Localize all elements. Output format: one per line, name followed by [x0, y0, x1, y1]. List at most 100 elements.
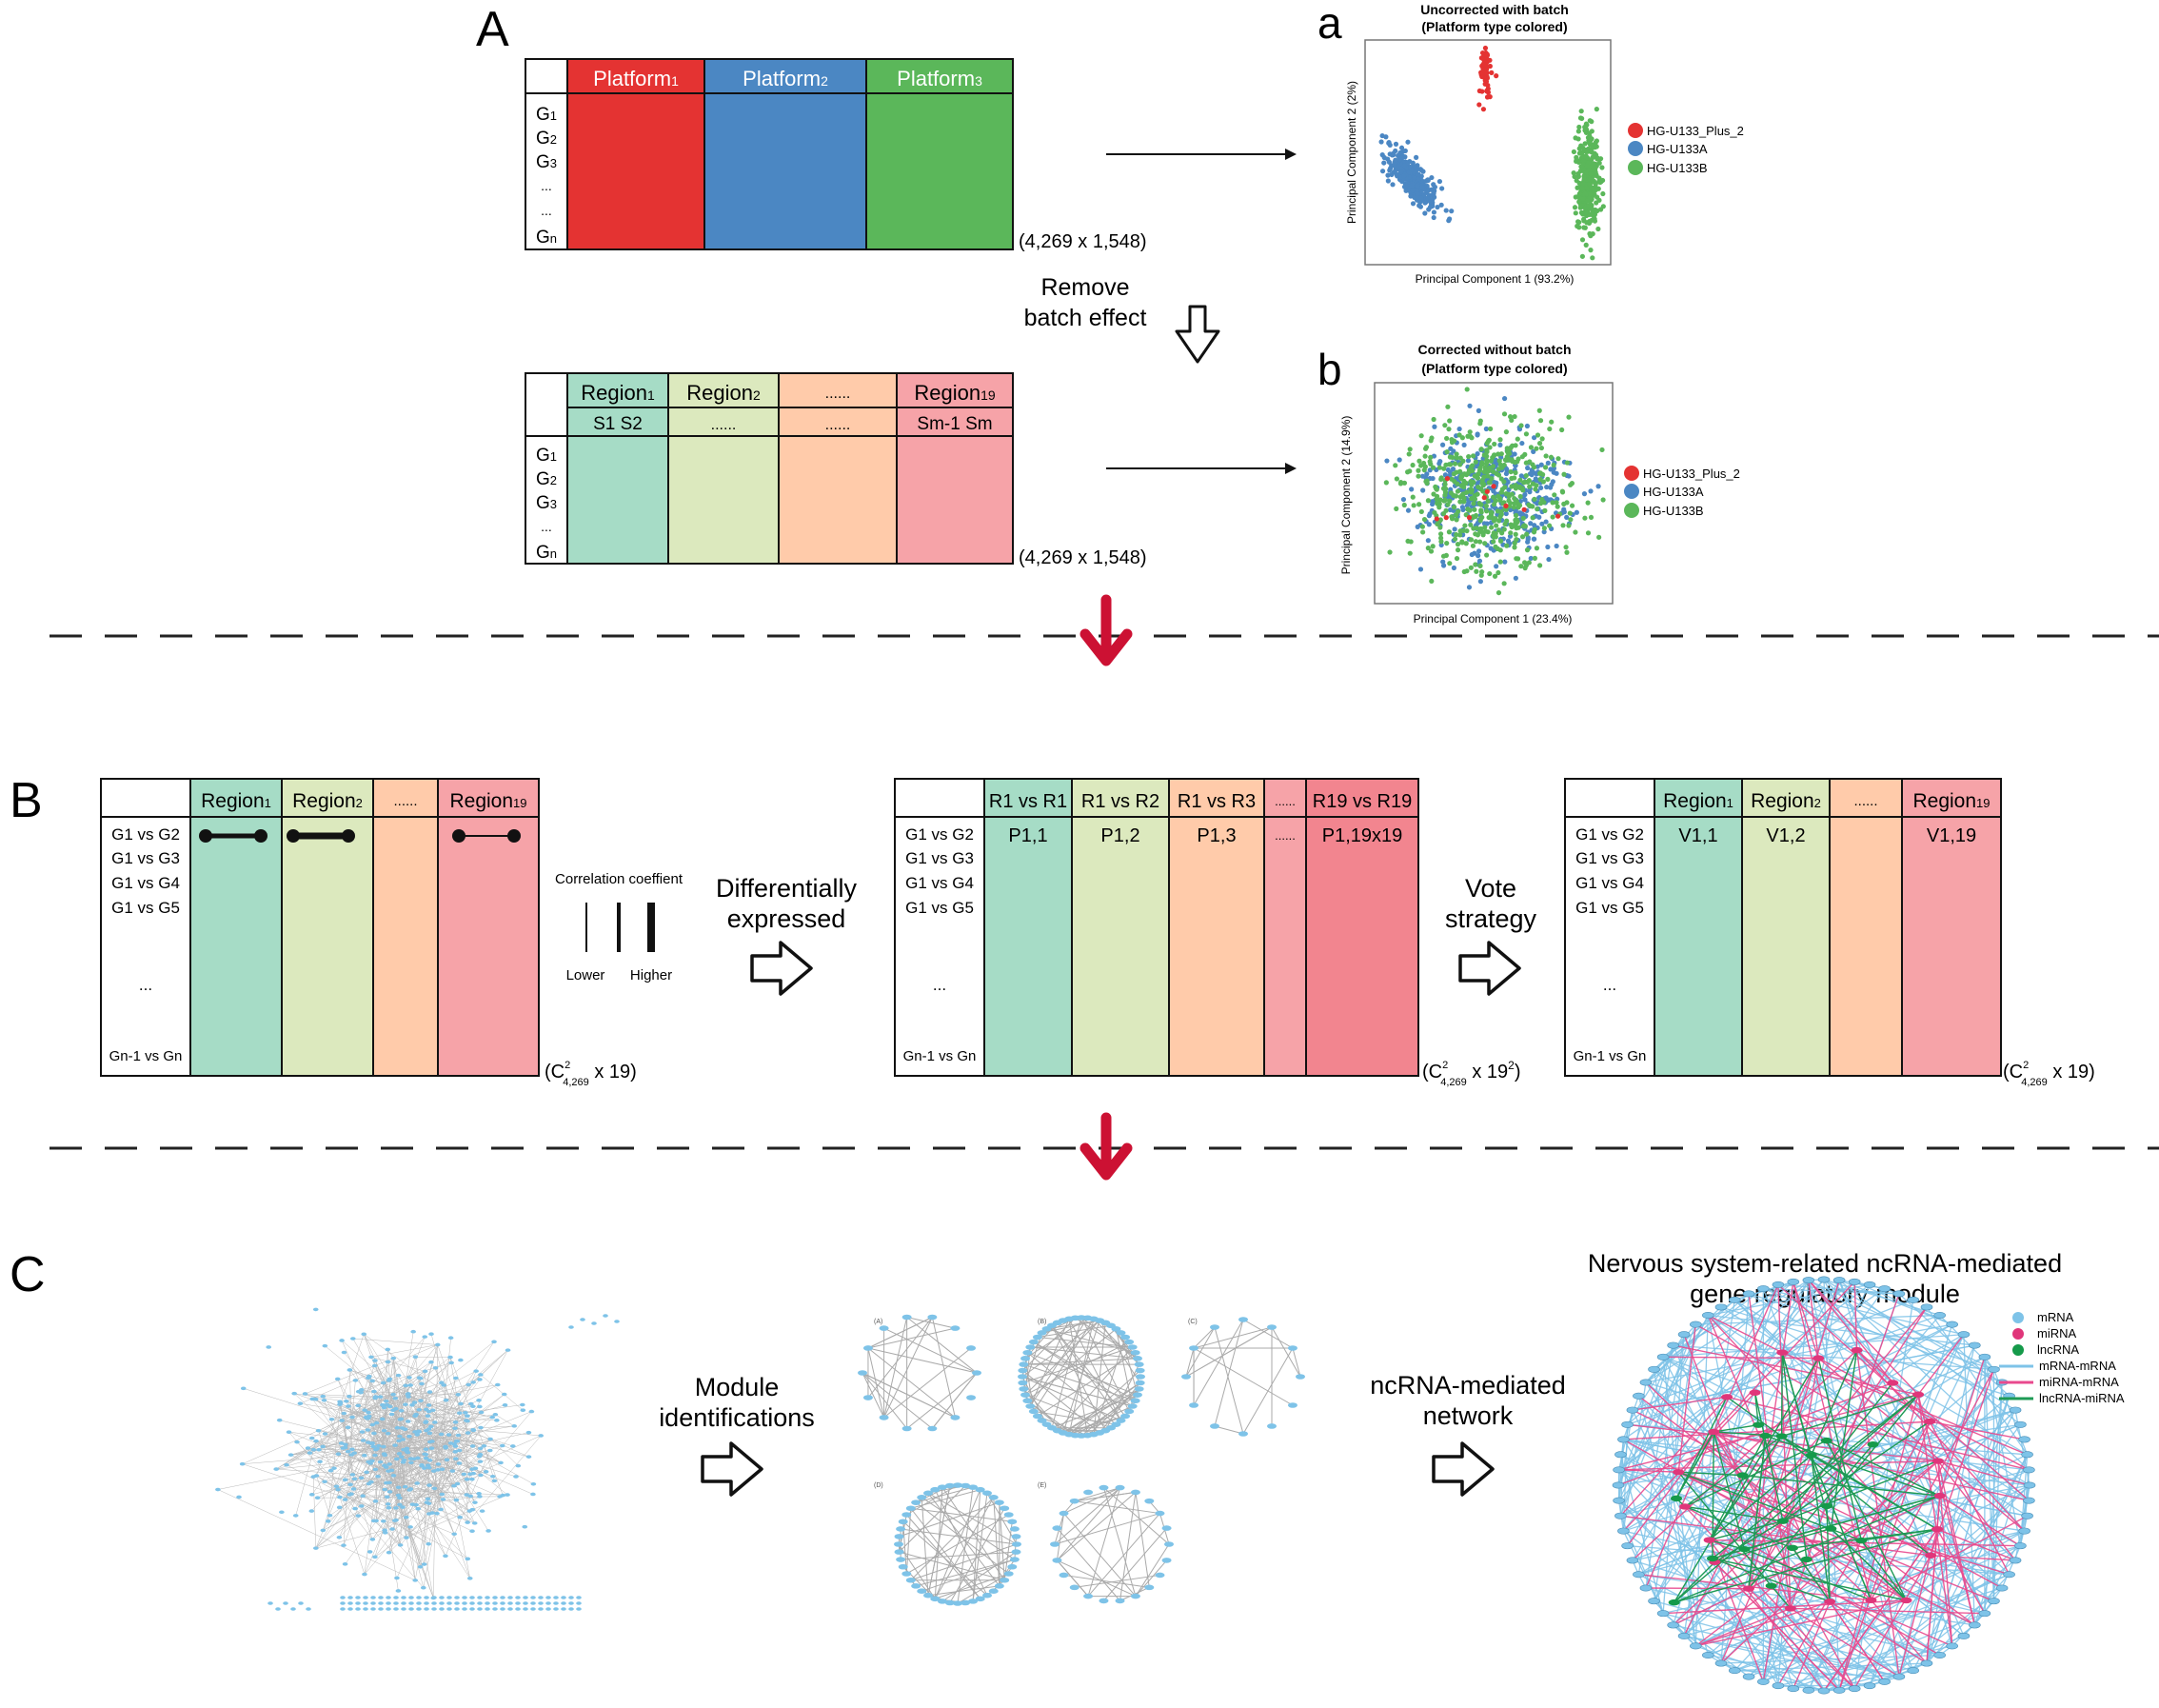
mrna-node — [1621, 1542, 1634, 1550]
scatter-point — [1467, 429, 1473, 435]
scatter-point — [1440, 559, 1446, 565]
network-node — [494, 1382, 501, 1387]
network-edge — [295, 1440, 317, 1516]
mirna-mrna-edge — [1618, 1394, 1919, 1471]
scatter-point — [1513, 575, 1518, 581]
network-node — [341, 1543, 347, 1547]
row-label: ... — [139, 976, 152, 994]
module-node — [1028, 1408, 1039, 1415]
scatter-point — [1589, 119, 1594, 125]
module-edge — [1063, 1513, 1137, 1597]
scatter-point — [1405, 538, 1411, 545]
network-node — [470, 1404, 476, 1409]
module-node — [966, 1395, 977, 1400]
network-edge — [351, 1380, 356, 1418]
scatter-point — [1522, 566, 1528, 571]
scatter-point — [1457, 499, 1463, 505]
mirna-node — [1784, 1605, 1796, 1612]
mrna-mrna-edge — [1645, 1280, 1810, 1383]
network-node — [423, 1456, 429, 1460]
scatter-point — [1593, 181, 1598, 187]
network-node — [469, 1529, 475, 1533]
module-node — [1135, 1367, 1145, 1374]
scatter-point — [1555, 513, 1561, 519]
scatter-point — [1548, 454, 1555, 460]
scatter-point — [1559, 427, 1565, 433]
step-vote-line2: strategy — [1445, 904, 1537, 933]
network-node — [397, 1502, 403, 1507]
network-node — [273, 1467, 280, 1471]
scatter-point — [1594, 156, 1601, 162]
network-node — [422, 1369, 428, 1374]
network-node — [455, 1433, 462, 1438]
network-node — [372, 1467, 379, 1472]
network-edge — [480, 1374, 524, 1411]
scatter-point — [1451, 471, 1456, 477]
module-node — [905, 1505, 916, 1512]
network-node — [431, 1596, 437, 1599]
network-edge — [400, 1396, 409, 1420]
scatter-point — [1483, 528, 1489, 534]
module-edge — [1041, 1320, 1100, 1334]
network-node — [439, 1607, 445, 1611]
scatter-point — [1430, 465, 1436, 470]
scatter-point — [1583, 209, 1589, 215]
scatter-point — [1485, 86, 1491, 91]
module-node — [1022, 1349, 1033, 1356]
module-node — [1012, 1541, 1021, 1547]
lncrna-node — [1825, 1525, 1837, 1532]
lncrna-mirna-edge — [1713, 1431, 1746, 1550]
lncrna-mirna-edge — [1709, 1455, 1812, 1541]
legend-node-mrna — [2012, 1312, 2024, 1323]
mrna-mrna-edge — [1823, 1423, 2021, 1692]
mrna-node — [1946, 1321, 1958, 1328]
module-node — [911, 1583, 921, 1589]
scatter-point — [1484, 52, 1491, 58]
scatter-point — [1393, 157, 1398, 163]
scatter-point — [1478, 515, 1484, 521]
network-edge — [364, 1334, 372, 1358]
module-node — [879, 1325, 889, 1331]
region2-samples: ...... — [711, 417, 737, 433]
network-node — [412, 1430, 418, 1434]
module-edge — [1093, 1337, 1126, 1435]
network-node — [406, 1376, 412, 1380]
mirna-node — [1933, 1492, 1946, 1499]
scatter-point — [1452, 526, 1457, 532]
module-node — [917, 1495, 927, 1500]
module-edge — [1063, 1574, 1150, 1588]
network-node — [376, 1443, 382, 1448]
network-edge — [372, 1450, 490, 1540]
scatter-point — [1588, 149, 1594, 154]
network-node — [439, 1380, 445, 1385]
network-edge — [430, 1361, 481, 1455]
scatter-point — [1437, 517, 1443, 523]
mirna-node — [1749, 1389, 1761, 1396]
scatter-point — [1442, 423, 1448, 428]
network-node — [409, 1403, 415, 1407]
network-node — [369, 1422, 376, 1427]
scatter-point — [1560, 523, 1566, 528]
network-node — [485, 1601, 490, 1605]
mirna-mrna-edge — [1632, 1396, 1728, 1411]
scatter-point — [1512, 540, 1517, 546]
region19-samples: Sm-1 Sm — [917, 414, 992, 434]
scatter-point — [1429, 203, 1436, 209]
network-node — [415, 1456, 421, 1460]
mrna-mrna-edge — [1720, 1306, 2010, 1397]
scatter-point — [1442, 489, 1449, 495]
network-node — [286, 1430, 292, 1435]
scatter-point — [1516, 503, 1523, 508]
network-node — [477, 1452, 484, 1457]
network-node — [333, 1484, 340, 1489]
scatter-point — [1388, 166, 1394, 171]
scatter-point — [1581, 491, 1588, 497]
mirna-mrna-edge — [1856, 1349, 2030, 1501]
scatter-point — [1475, 491, 1480, 497]
scatter-point — [1524, 547, 1531, 553]
lncrna-mirna-edge — [1780, 1352, 1783, 1437]
mirna-mrna-edge — [1677, 1471, 1994, 1602]
scatter-point — [1427, 199, 1433, 205]
module-node — [898, 1519, 908, 1525]
scatter-point — [1527, 459, 1533, 465]
